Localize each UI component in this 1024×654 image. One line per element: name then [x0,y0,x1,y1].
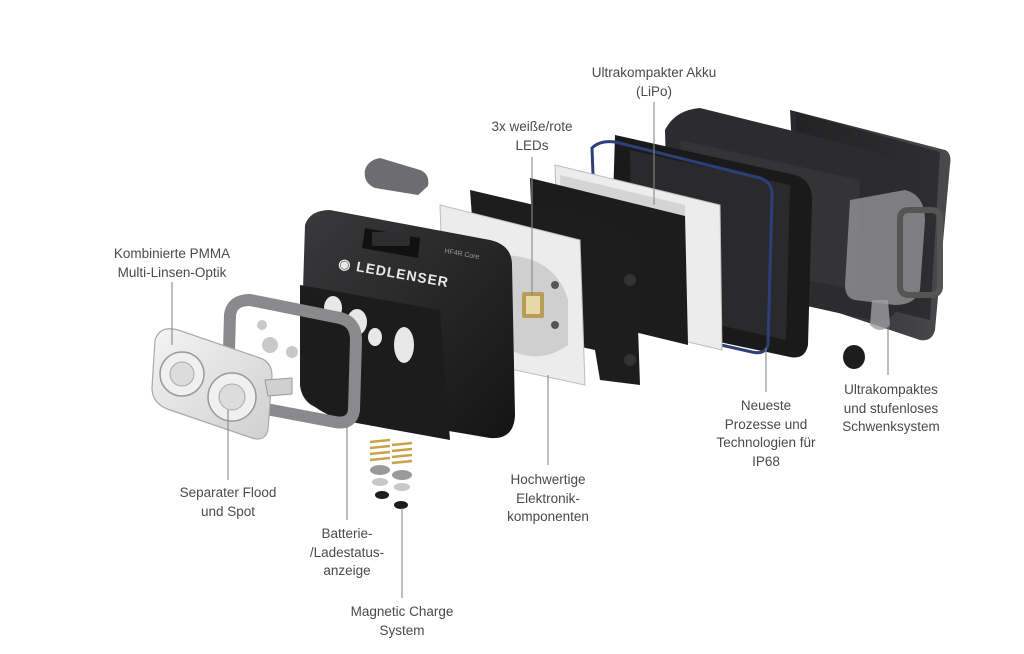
callout-schwenk-line1: Ultrakompaktes [844,382,938,397]
callout-flood-line2: und Spot [200,503,256,519]
callout-leds: 3x weiße/rote LEDs [466,118,598,155]
callout-elektronik: Hochwertige Elektronik- komponenten [488,471,608,527]
front-housing [300,210,515,440]
callout-akku-line2: (LiPo) [635,83,672,99]
spring [369,438,413,465]
callout-pmma-line2: Multi-Linsen-Optik [117,264,227,280]
callout-flood-line1: Separater Flood [179,485,277,500]
callout-elektronik-line3: komponenten [507,509,589,524]
callout-battery: Batterie- /Ladestatus- anzeige [292,525,402,581]
pmma-lens [151,328,293,440]
callout-pmma-line1: Kombinierte PMMA [113,246,231,261]
callout-battery-line2: /Ladestatus- [309,544,385,560]
callout-ip68-line4: IP68 [752,453,780,469]
callout-leds-line2: LEDs [515,137,549,153]
top-switch [364,158,429,195]
callout-akku: Ultrakompakter Akku (LiPo) [574,64,734,101]
swivel-mechanism [845,190,943,330]
callout-elektronik-line1: Hochwertige [510,472,586,487]
callout-schwenk-line3: Schwenksystem [842,419,940,434]
callout-ip68: Neueste Prozesse und Technologien für IP… [696,397,836,471]
callout-magnetic-line1: Magnetic Charge [350,604,454,619]
callout-magnetic-line2: System [379,622,425,638]
callout-elektronik-line2: Elektronik- [516,490,580,506]
callout-battery-line3: anzeige [323,563,371,578]
leader-lines [171,102,889,598]
callout-ip68-line1: Neueste [740,398,792,413]
callout-leds-line1: 3x weiße/rote [491,119,573,134]
charge-contacts [369,438,413,509]
callout-pmma: Kombinierte PMMA Multi-Linsen-Optik [92,245,252,282]
callout-battery-line1: Batterie- [321,526,373,541]
callout-magnetic: Magnetic Charge System [332,603,472,640]
callout-akku-line1: Ultrakompakter Akku [591,65,717,80]
knob [843,345,865,369]
callout-ip68-line3: Technologien für [716,435,816,450]
callout-ip68-line2: Prozesse und [724,416,808,432]
callout-schwenk: Ultrakompaktes und stufenloses Schwenksy… [826,381,956,437]
callout-flood: Separater Flood und Spot [160,484,296,521]
callout-schwenk-line2: und stufenloses [843,400,939,416]
